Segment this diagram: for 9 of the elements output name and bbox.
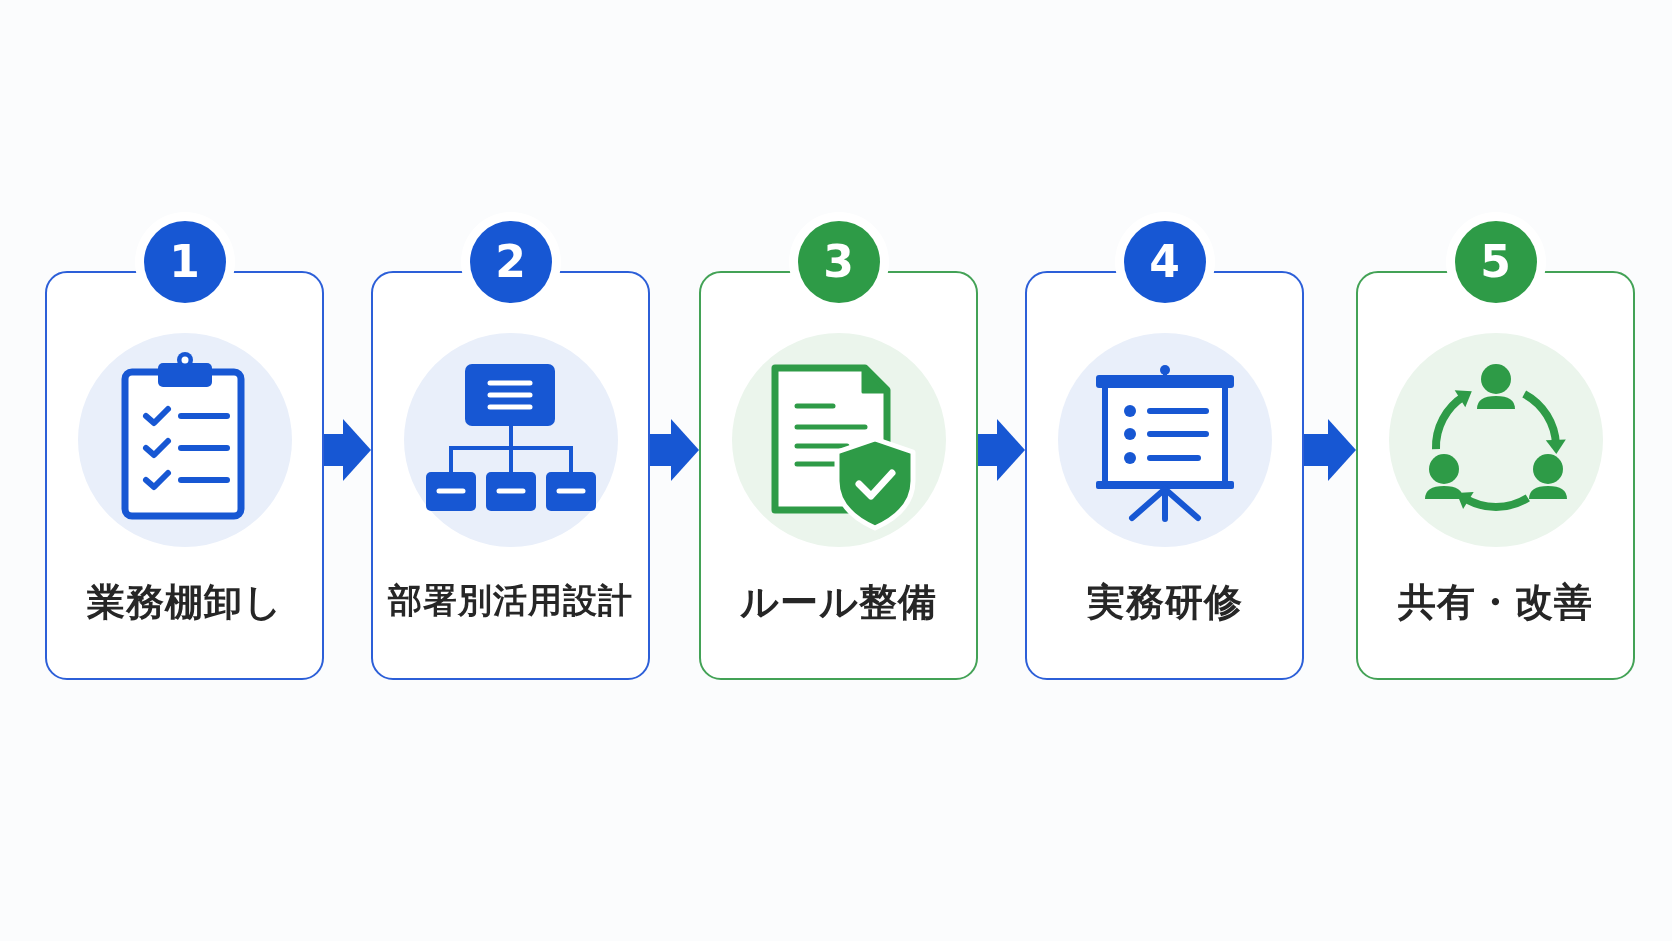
arrow — [650, 419, 699, 481]
arrow — [1304, 419, 1356, 481]
step-title: ルール整備 — [740, 579, 937, 626]
step-title: 部署別活用設計 — [388, 579, 633, 622]
step-title: 実務研修 — [1086, 579, 1243, 626]
step-title: 共有・改善 — [1398, 579, 1593, 626]
arrow — [978, 419, 1025, 481]
step-title: 業務棚卸し — [86, 579, 283, 626]
arrow — [324, 419, 371, 481]
